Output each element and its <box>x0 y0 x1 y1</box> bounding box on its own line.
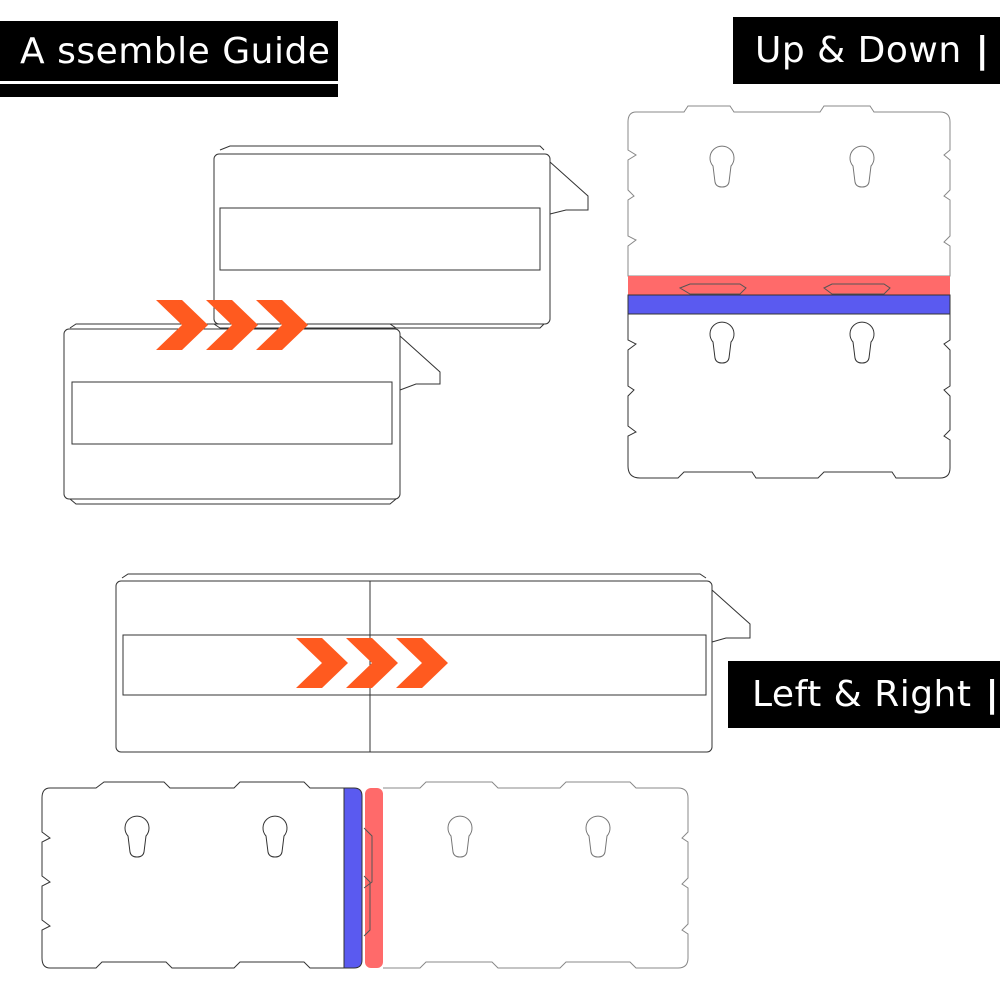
left-right-left-panel <box>41 781 347 969</box>
up-down-top-panel <box>627 105 951 277</box>
title-underline <box>0 84 338 97</box>
triple-chevron-right-icon <box>155 299 309 351</box>
assemble-guide-title-text: A ssemble Guide <box>20 30 331 72</box>
up-down-joint-tabs <box>678 283 891 295</box>
up-down-label-text: Up & Down <box>755 30 962 71</box>
left-right-blue-joint <box>343 787 363 969</box>
left-right-separator: | <box>985 674 1000 715</box>
up-down-label: Up & Down | <box>733 17 1000 84</box>
left-right-joint-tabs <box>363 827 373 937</box>
assemble-guide-title: A ssemble Guide <box>0 21 338 81</box>
left-right-label-text: Left & Right <box>752 674 972 715</box>
up-down-blue-joint <box>627 294 951 315</box>
left-right-label: Left & Right | <box>728 661 1000 728</box>
left-right-right-panel <box>383 781 689 969</box>
triple-chevron-right-icon <box>295 637 449 689</box>
shelf-front-topview <box>63 323 441 505</box>
up-down-separator: | <box>975 30 990 71</box>
left-right-red-joint <box>365 788 383 968</box>
up-down-bottom-panel <box>627 314 951 479</box>
up-down-red-joint <box>628 276 950 295</box>
